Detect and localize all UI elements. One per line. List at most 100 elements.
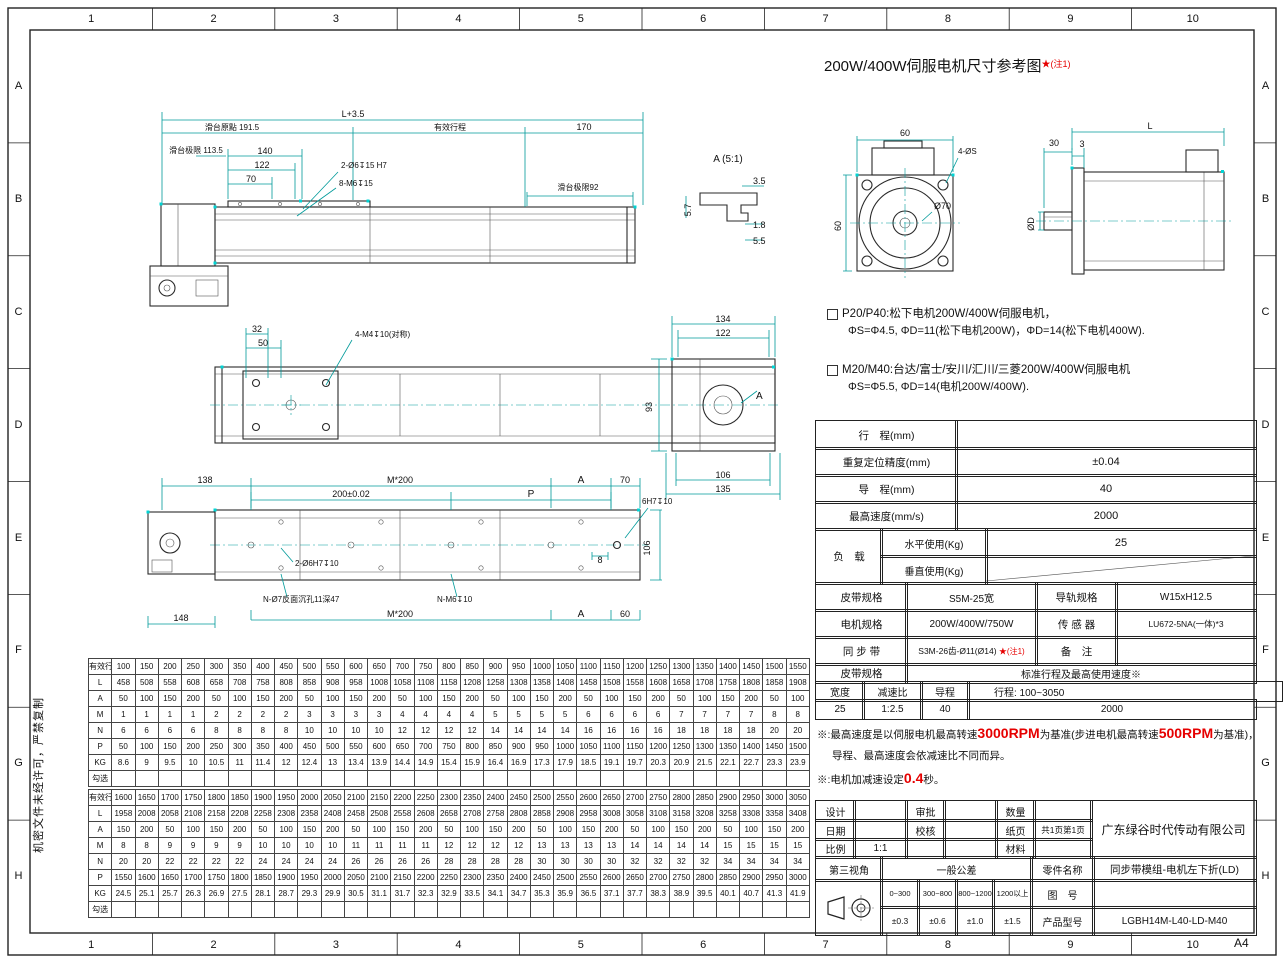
motor-front-view	[850, 140, 960, 278]
stroke-cell: 3008	[599, 805, 624, 822]
stroke-cell: 8	[227, 722, 252, 739]
stroke-cell: 13	[599, 837, 624, 854]
stroke-cell: 2808	[506, 805, 531, 822]
dim-label: 170	[576, 122, 591, 132]
spec-value-horizontal-load: 25	[985, 528, 1257, 558]
stroke-cell: 908	[320, 674, 345, 691]
stroke-cell: 50	[250, 821, 276, 838]
tolerance-value-1: ±0.6	[917, 906, 958, 936]
stroke-cell: 25.1	[134, 885, 159, 902]
stroke-cell: 3000	[785, 869, 810, 886]
stroke-cell: 6	[645, 706, 671, 723]
stroke-cell: 658	[204, 674, 229, 691]
stroke-cell: 100	[738, 821, 764, 838]
stroke-cell: 200	[134, 821, 159, 838]
stroke-cell: 2750	[669, 869, 694, 886]
stroke-cell: 150	[134, 658, 159, 675]
stroke-cell: 200	[413, 821, 438, 838]
stroke-cell: 458	[111, 674, 136, 691]
stroke-cell	[669, 770, 694, 787]
stroke-cell: 41.9	[785, 885, 810, 902]
stroke-cell: 2600	[576, 789, 601, 806]
stroke-cell: 2450	[529, 869, 555, 886]
stroke-cell: 6	[622, 706, 648, 723]
titleblock-empty-1	[905, 838, 946, 859]
motor-front-dimensions: 60 4-ØS Ø70 60	[833, 128, 977, 272]
stroke-cell: 12	[436, 837, 462, 854]
titleblock-material-label: 材料	[995, 838, 1036, 859]
stroke-cell	[483, 770, 508, 787]
stroke-cell: 10	[273, 837, 299, 854]
stroke-cell	[529, 770, 555, 787]
stroke-cell: 14.9	[413, 754, 438, 771]
stroke-cell: 1	[111, 706, 136, 723]
stroke-cell: 1050	[576, 738, 601, 755]
stroke-cell: 2708	[459, 805, 485, 822]
stroke-cell: 28.7	[273, 885, 299, 902]
stroke-cell: 1150	[599, 658, 624, 675]
na-slash	[985, 555, 1254, 582]
stroke-cell: 1358	[529, 674, 555, 691]
stroke-cell: 900	[506, 738, 531, 755]
stroke-cell: 3208	[692, 805, 717, 822]
stroke-cell: 400	[273, 738, 299, 755]
stroke-cell: 2100	[343, 789, 369, 806]
stroke-cell	[506, 901, 531, 918]
stroke-cell: 2208	[227, 805, 252, 822]
stroke-cell: 1658	[669, 674, 694, 691]
stroke-cell: 3408	[785, 805, 810, 822]
stroke-cell: 5	[529, 706, 555, 723]
stroke-cell: 1850	[227, 789, 252, 806]
stroke-cell: 32	[622, 853, 648, 870]
stroke-cell: 26.9	[204, 885, 229, 902]
dim-label: A	[578, 475, 585, 486]
stroke-cell: 17.9	[552, 754, 578, 771]
grid-col-label: 6	[700, 939, 707, 951]
stroke-cell	[738, 770, 764, 787]
stroke-cell: 2950	[762, 869, 787, 886]
belt-stroke-range: 行程: 100~3050	[967, 681, 1283, 702]
stroke-cell: 1850	[250, 869, 276, 886]
stroke-cell: 150	[111, 821, 136, 838]
view-detail-a: A (5:1) 3.5 5.7 1.8 5.5	[683, 154, 766, 246]
stroke-cell: 1250	[669, 738, 694, 755]
stroke-cell: 29.3	[297, 885, 322, 902]
grid-col-label: 5	[577, 13, 584, 25]
stroke-cell: 2200	[390, 789, 415, 806]
stroke-cell	[669, 901, 694, 918]
stroke-cell: 19.1	[599, 754, 624, 771]
grid-row-label: C	[14, 305, 23, 318]
stroke-cell: 1908	[785, 674, 810, 691]
dim-label: 6H7↧10	[642, 497, 673, 506]
stroke-cell	[180, 770, 206, 787]
stroke-cell: 25.7	[157, 885, 183, 902]
stroke-cell	[320, 770, 345, 787]
stroke-cell: 32.9	[436, 885, 462, 902]
stroke-cell: 3158	[669, 805, 694, 822]
spec-label-motor: 电机规格	[815, 609, 908, 639]
stroke-cell: 100	[692, 690, 717, 707]
stroke-cell	[297, 901, 322, 918]
stroke-cell: 1958	[111, 805, 136, 822]
stroke-cell: 2908	[552, 805, 578, 822]
stroke-cell: 2900	[738, 869, 764, 886]
stroke-cell: 1650	[134, 789, 159, 806]
stroke-cell: 22.1	[715, 754, 741, 771]
stroke-cell: 4	[390, 706, 415, 723]
motor-type-checkbox-p[interactable]	[827, 309, 838, 320]
stroke-cell: 3	[366, 706, 392, 723]
stroke-cell	[436, 770, 462, 787]
stroke-cell: 200	[459, 690, 485, 707]
stroke-cell: 14	[622, 837, 648, 854]
stroke-cell: 600	[343, 658, 369, 675]
stroke-cell: 15	[715, 837, 741, 854]
stroke-cell: 18	[669, 722, 694, 739]
motor-type-checkbox-m[interactable]	[827, 365, 838, 376]
stroke-cell: 1100	[576, 658, 601, 675]
grid-row-label: E	[1261, 531, 1270, 544]
stroke-cell: 34	[762, 853, 787, 870]
belt-col-lead: 导程	[920, 681, 970, 702]
stroke-cell: 450	[273, 658, 299, 675]
stroke-cell: 18	[715, 722, 741, 739]
spec-value-vertical-load	[985, 555, 1257, 585]
